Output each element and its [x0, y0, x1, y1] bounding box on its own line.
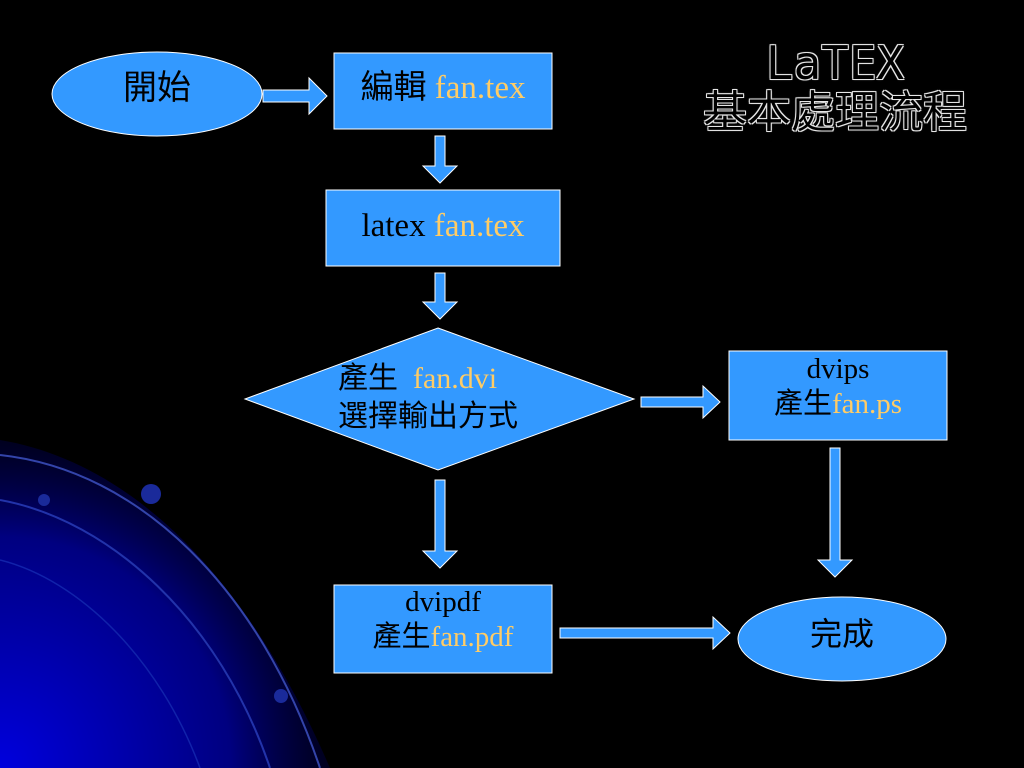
dvips-command: dvips: [806, 353, 870, 385]
decision-file: fan.dvi: [413, 362, 498, 395]
dvips-node-label: dvips 產生fan.ps: [729, 352, 947, 422]
arrow-dvips-to-end: [816, 447, 854, 578]
arrow-edit-to-latex: [421, 135, 459, 184]
decision-line-1: 產生 fan.dvi: [338, 360, 518, 398]
decor-dot-3: [274, 689, 288, 703]
dvipdf-output-line: 產生fan.pdf: [334, 620, 552, 655]
arrow-dvipdf-to-end: [559, 615, 731, 651]
arrow-decision-to-dvipdf: [421, 479, 459, 569]
edit-file: fan.tex: [434, 70, 526, 106]
edit-node-label: 編輯 fan.tex: [334, 70, 552, 106]
dvips-output-line: 產生fan.ps: [729, 387, 947, 422]
arrow-start-to-edit: [262, 76, 328, 116]
decor-arc-3: [0, 559, 201, 768]
arrow-latex-to-decision: [421, 272, 459, 320]
dvipdf-node-label: dvipdf 產生fan.pdf: [334, 585, 552, 655]
latex-prefix: latex: [361, 208, 434, 244]
dvips-node-shape: [728, 350, 948, 441]
end-label: 完成: [809, 616, 874, 652]
start-node-label: 開始: [52, 70, 262, 107]
title-line-1: LaTEX: [765, 36, 905, 90]
decision-node-shape: [243, 327, 636, 471]
edit-node-shape: [333, 52, 553, 130]
latex-node-label: latex fan.tex: [326, 208, 560, 244]
dvipdf-command: dvipdf: [405, 586, 481, 618]
edit-prefix: 編輯: [360, 70, 435, 106]
decision-prefix: 產生: [338, 362, 413, 395]
dvipdf-node-shape: [333, 584, 553, 674]
dvipdf-file: fan.pdf: [430, 620, 514, 653]
latex-file: fan.tex: [433, 208, 525, 244]
decor-arc-1: [0, 454, 321, 768]
start-label: 開始: [123, 70, 191, 107]
end-node-label: 完成: [738, 616, 946, 652]
decor-dot-2: [38, 494, 50, 506]
dvips-prefix: 產生: [773, 387, 832, 420]
end-node-shape: [737, 596, 947, 682]
dvips-file: fan.ps: [831, 387, 903, 420]
start-node-shape: [51, 51, 263, 137]
decision-line-2: 選擇輸出方式: [338, 399, 518, 433]
latex-node-shape: [325, 189, 561, 267]
title-line-2: 基本處理流程: [703, 87, 967, 137]
arrow-decision-to-dvips: [640, 384, 721, 420]
dvipdf-prefix: 產生: [372, 620, 431, 653]
decor-swirl-area: [0, 440, 330, 768]
decision-node-label: 產生 fan.dvi 選擇輸出方式: [338, 360, 518, 435]
decor-arc-2: [0, 499, 271, 768]
decor-dot-1: [141, 484, 161, 504]
page-title: LaTEX 基本處理流程: [650, 38, 1020, 137]
